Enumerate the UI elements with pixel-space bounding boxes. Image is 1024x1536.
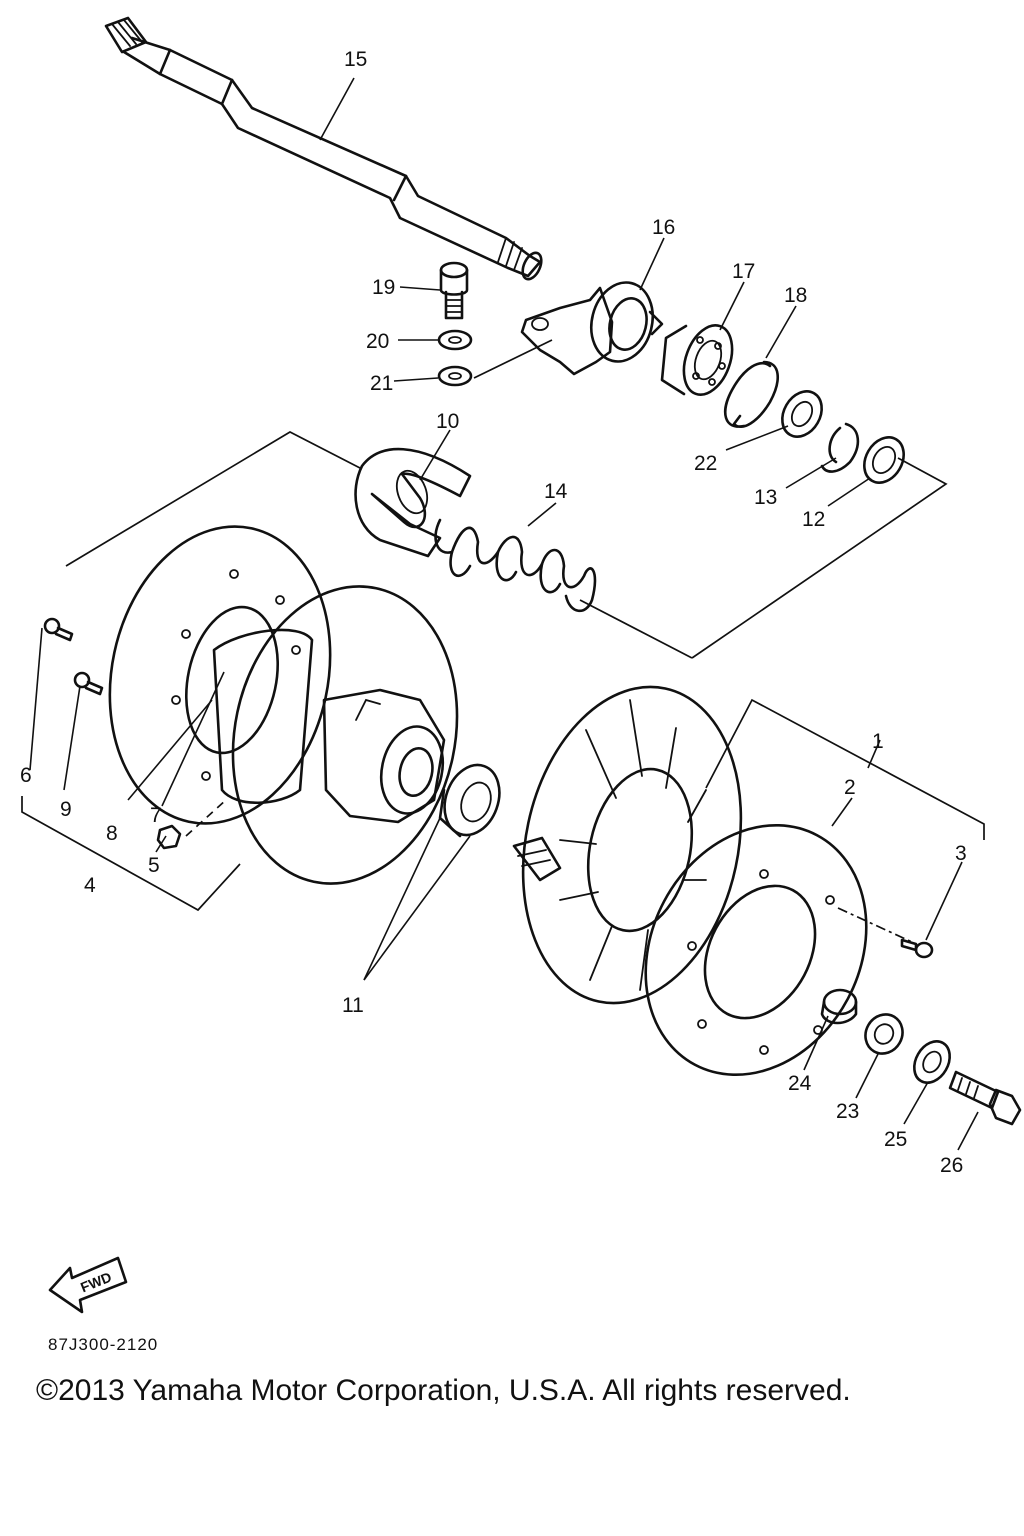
callout-17: 17 — [732, 260, 755, 283]
fixed-sheave-part-4 — [231, 585, 459, 885]
callout-6: 6 — [20, 764, 32, 787]
sheave-hub-part-7 — [212, 628, 314, 805]
circlip-part-18 — [723, 360, 779, 429]
callout-13: 13 — [754, 486, 777, 509]
washer-part-25 — [913, 1040, 951, 1084]
circlip-part-13 — [820, 422, 860, 473]
copyright-notice: ©2013 Yamaha Motor Corporation, U.S.A. A… — [36, 1374, 851, 1407]
callout-18: 18 — [784, 284, 807, 307]
movable-sheave-part-1 — [512, 685, 743, 1005]
diagram-code: 87J300-2120 — [48, 1335, 159, 1354]
washer-part-12 — [863, 436, 905, 484]
callout-1: 1 — [872, 730, 884, 753]
callout-24: 24 — [788, 1072, 812, 1095]
callout-5: 5 — [148, 854, 160, 877]
washer-part-22 — [781, 390, 823, 438]
callout-25: 25 — [884, 1128, 907, 1151]
bushing-part-11 — [438, 763, 501, 838]
callout-19: 19 — [372, 276, 395, 299]
bolt-part-6 — [43, 617, 74, 642]
bearing-housing-part-16 — [520, 281, 664, 376]
sheave-plate-part-2 — [644, 823, 868, 1077]
callout-9: 9 — [60, 798, 72, 821]
callout-7: 7 — [150, 804, 162, 827]
callout-8: 8 — [106, 822, 118, 845]
bolt-part-26 — [948, 1070, 1022, 1126]
callout-23: 23 — [836, 1100, 859, 1123]
callout-20: 20 — [366, 330, 389, 353]
bolt-part-5 — [156, 824, 182, 850]
lock-washer-part-20 — [437, 329, 473, 351]
spring-part-14 — [434, 518, 597, 613]
bearing-part-17 — [660, 324, 734, 396]
callout-16: 16 — [652, 216, 675, 239]
callout-3: 3 — [955, 842, 967, 865]
leader-lines — [29, 77, 979, 1151]
callout-15: 15 — [344, 48, 367, 71]
callout-11: 11 — [342, 994, 364, 1017]
cam-part-10 — [354, 447, 472, 558]
reference-lines — [21, 339, 985, 943]
callout-14: 14 — [544, 480, 568, 503]
callout-12: 12 — [802, 508, 825, 531]
screw-part-3 — [900, 938, 934, 959]
forward-arrow-icon: FWD — [48, 1256, 128, 1314]
washer-part-21 — [437, 365, 473, 387]
bolt-part-9 — [73, 671, 104, 696]
callout-4: 4 — [84, 874, 96, 897]
callout-22: 22 — [694, 452, 717, 475]
spacer-part-24 — [820, 988, 858, 1025]
washer-part-23 — [864, 1013, 904, 1055]
callout-2: 2 — [844, 776, 856, 799]
sheave-plate-part-8 — [108, 525, 332, 825]
shaft-part-15 — [104, 16, 543, 281]
callout-10: 10 — [436, 410, 459, 433]
callout-21: 21 — [370, 372, 393, 395]
bolt-part-19 — [439, 261, 469, 320]
callout-labels: 1 2 3 4 5 6 7 8 9 10 11 12 13 14 15 16 1… — [20, 48, 967, 1177]
callout-26: 26 — [940, 1154, 963, 1177]
